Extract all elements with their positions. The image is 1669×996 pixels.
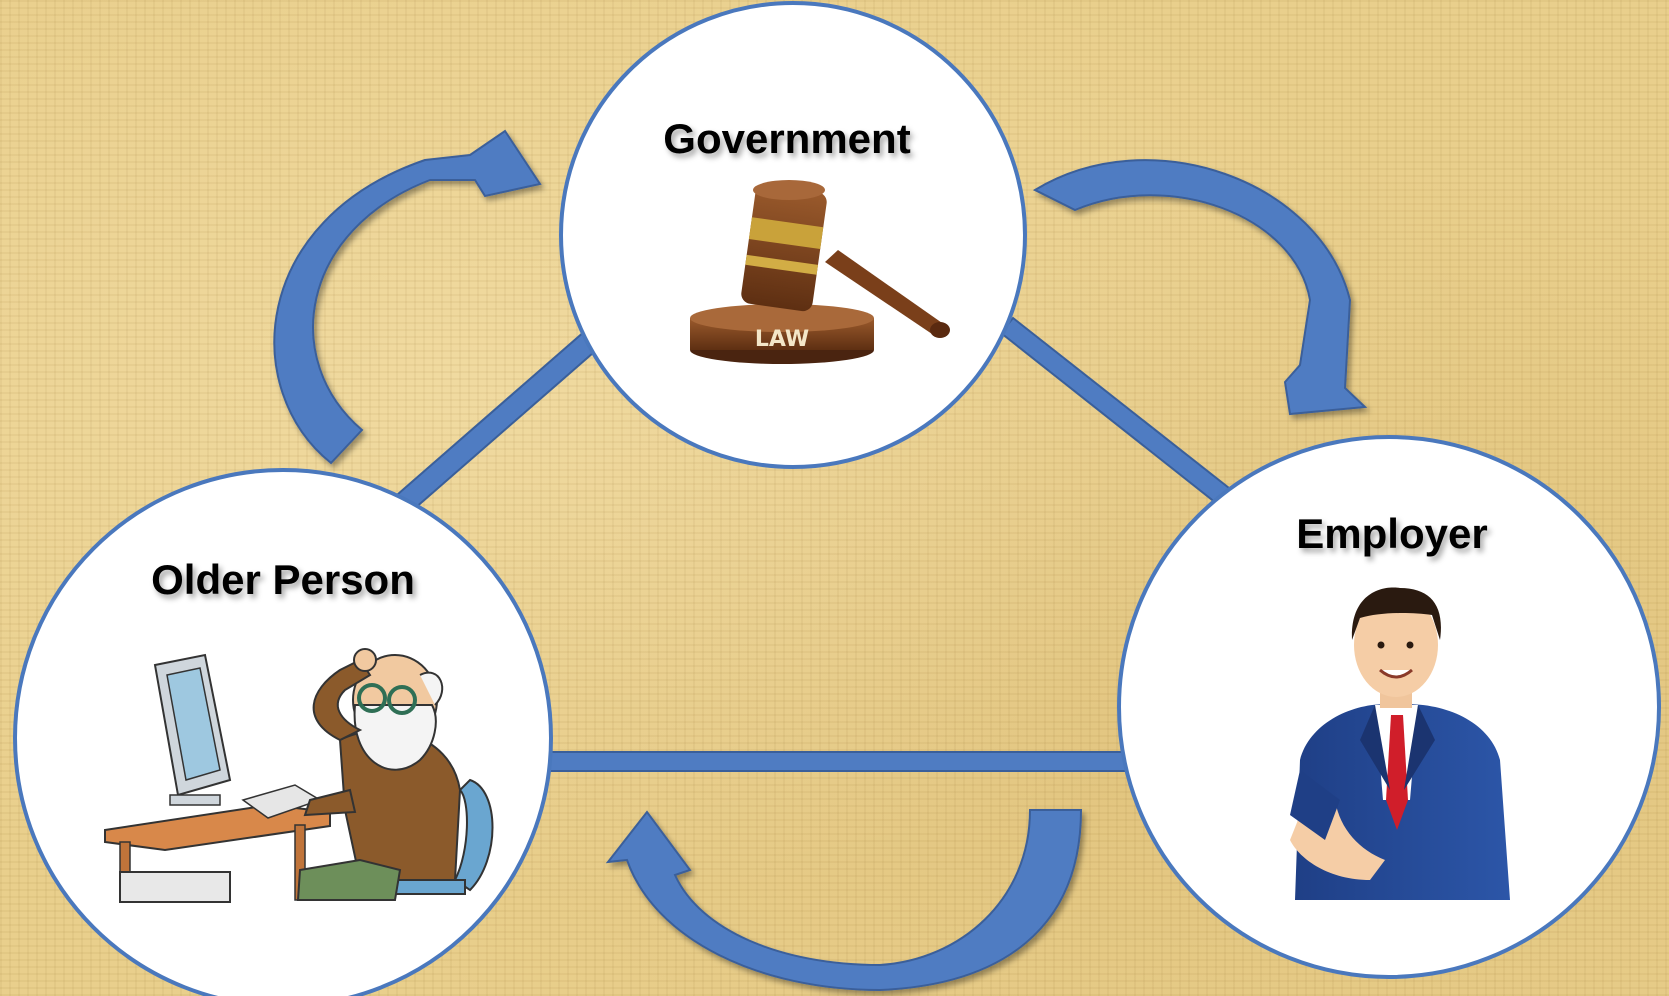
government-node: Government LAW: [559, 1, 1027, 469]
curved-arrow-to-employer: [1032, 159, 1368, 416]
gavel-law-text: LAW: [755, 327, 809, 352]
employer-label: Employer: [1296, 510, 1487, 557]
connector-older-person-employer: [539, 751, 1131, 772]
employer-node: Employer: [1117, 435, 1661, 979]
businessman-icon: [1290, 587, 1510, 900]
government-label: Government: [663, 115, 910, 162]
elderly-man-at-computer-icon: [104, 648, 494, 903]
connector-lines: [388, 316, 1231, 772]
older-person-label: Older Person: [151, 556, 415, 603]
cycle-arrows: [273, 129, 1368, 992]
older-person-circle: [13, 468, 553, 996]
curved-arrow-to-government: [273, 129, 542, 465]
older-person-node: Older Person: [13, 468, 553, 996]
gavel-icon: LAW: [690, 180, 950, 364]
curved-arrow-to-older-person: [605, 809, 1083, 992]
connector-government-employer: [999, 316, 1231, 505]
connector-government-older-person: [388, 329, 603, 518]
